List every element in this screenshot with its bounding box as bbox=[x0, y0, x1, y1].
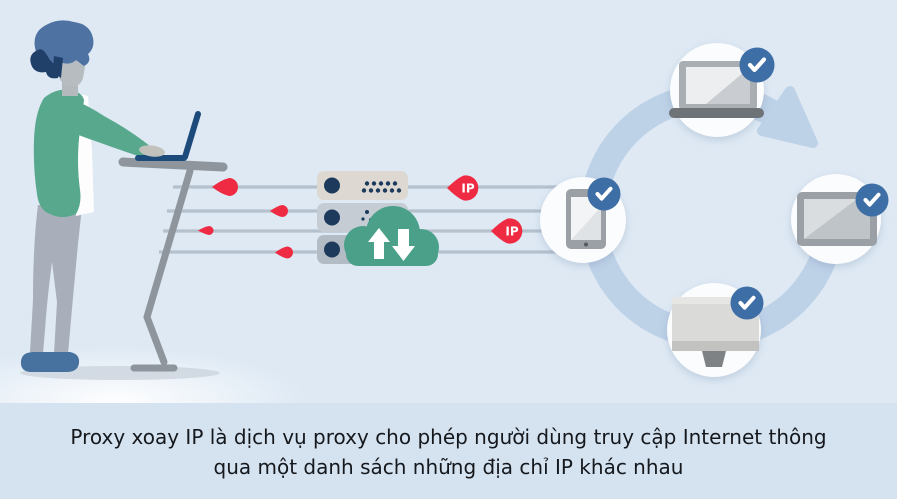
check-badge bbox=[739, 47, 775, 83]
server-light bbox=[324, 241, 340, 258]
ip-drop-icon bbox=[212, 178, 238, 196]
cloud-sync-icon bbox=[344, 206, 439, 266]
check-icon bbox=[747, 57, 767, 73]
ip-drop-icon bbox=[275, 246, 293, 259]
caption-band: Proxy xoay IP là dịch vụ proxy cho phép … bbox=[0, 403, 897, 499]
ip-drop-icon bbox=[198, 226, 214, 235]
laptop-icon bbox=[669, 61, 764, 118]
download-arrow-icon bbox=[392, 229, 415, 261]
person-shoes bbox=[20, 352, 80, 372]
rotation-arrow-icon bbox=[757, 86, 818, 148]
device-tablet bbox=[791, 174, 889, 264]
ip-drops bbox=[198, 178, 293, 259]
desk-leg bbox=[143, 167, 194, 366]
person-hand bbox=[139, 145, 165, 157]
person-illustration bbox=[20, 20, 152, 372]
ip-drop-icon bbox=[270, 205, 288, 217]
caption-line-1: Proxy xoay IP là dịch vụ proxy cho phép … bbox=[70, 425, 827, 449]
caption-line-2: qua một danh sách những địa chỉ IP khác … bbox=[213, 455, 684, 479]
person-hair-dark bbox=[30, 49, 62, 79]
person-hair bbox=[34, 20, 94, 66]
ip-badge: IP bbox=[491, 218, 523, 244]
device-phone bbox=[540, 177, 626, 263]
check-badge bbox=[730, 286, 764, 320]
desk-top bbox=[118, 157, 228, 172]
ip-badge-label: IP bbox=[461, 182, 474, 196]
device-monitor bbox=[667, 283, 764, 377]
server-unit bbox=[317, 171, 408, 200]
ip-badge-label: IP bbox=[505, 225, 518, 239]
check-icon bbox=[738, 295, 756, 310]
check-badge bbox=[587, 177, 621, 211]
illustration-area: IP IP bbox=[0, 0, 897, 403]
person-sideburn bbox=[53, 56, 63, 78]
person-pants bbox=[30, 205, 82, 354]
check-icon bbox=[595, 186, 613, 201]
laptop-screen bbox=[182, 111, 201, 160]
ip-badge: IP bbox=[447, 175, 479, 201]
person-arm bbox=[53, 97, 152, 158]
check-icon bbox=[863, 192, 881, 207]
server-light bbox=[324, 177, 340, 194]
check-badge bbox=[855, 183, 889, 217]
illustration-canvas: IP IP bbox=[20, 20, 889, 380]
server-light bbox=[324, 209, 340, 226]
standing-desk bbox=[118, 157, 228, 372]
upload-arrow-icon bbox=[368, 228, 390, 259]
device-laptop bbox=[669, 43, 775, 137]
laptop-side-view bbox=[135, 111, 201, 161]
